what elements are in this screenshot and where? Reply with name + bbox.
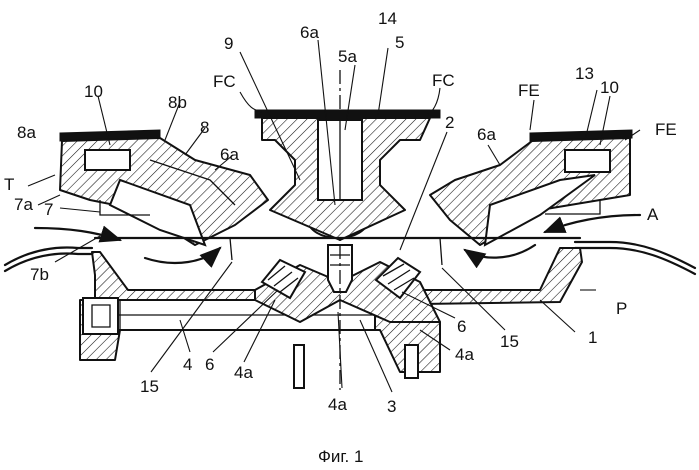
label-9: 9	[224, 34, 233, 53]
label-6-right: 6	[457, 317, 466, 336]
label-A: A	[647, 205, 659, 224]
label-14: 14	[378, 9, 397, 28]
label-FC-right: FC	[432, 71, 455, 90]
label-15-right: 15	[500, 332, 519, 351]
label-3: 3	[387, 397, 396, 416]
label-10-right: 10	[600, 78, 619, 97]
label-7b: 7b	[30, 265, 49, 284]
label-8b: 8b	[168, 93, 187, 112]
label-5a: 5a	[338, 47, 357, 66]
label-8a: 8a	[17, 123, 36, 142]
label-6a-top: 6a	[300, 23, 319, 42]
label-5: 5	[395, 33, 404, 52]
label-8: 8	[200, 118, 209, 137]
label-6a-left: 6a	[220, 145, 239, 164]
label-7: 7	[44, 200, 53, 219]
label-FE-right: FE	[655, 120, 677, 139]
right-burner-crown	[430, 130, 632, 245]
label-P: P	[616, 299, 627, 318]
label-13: 13	[575, 64, 594, 83]
label-6a-right: 6a	[477, 125, 496, 144]
label-FE-top: FE	[518, 81, 540, 100]
label-4a-left: 4a	[234, 363, 253, 382]
label-FC-left: FC	[213, 72, 236, 91]
label-10-left: 10	[84, 82, 103, 101]
label-4a-right: 4a	[455, 345, 474, 364]
label-T: T	[4, 175, 14, 194]
figure-caption: Фиг. 1	[318, 447, 363, 466]
label-6-left: 6	[205, 355, 214, 374]
label-15-left: 15	[140, 377, 159, 396]
label-2: 2	[445, 113, 454, 132]
label-7a: 7a	[14, 195, 33, 214]
label-1: 1	[588, 328, 597, 347]
label-4: 4	[183, 355, 192, 374]
label-4a-bottom: 4a	[328, 395, 347, 414]
